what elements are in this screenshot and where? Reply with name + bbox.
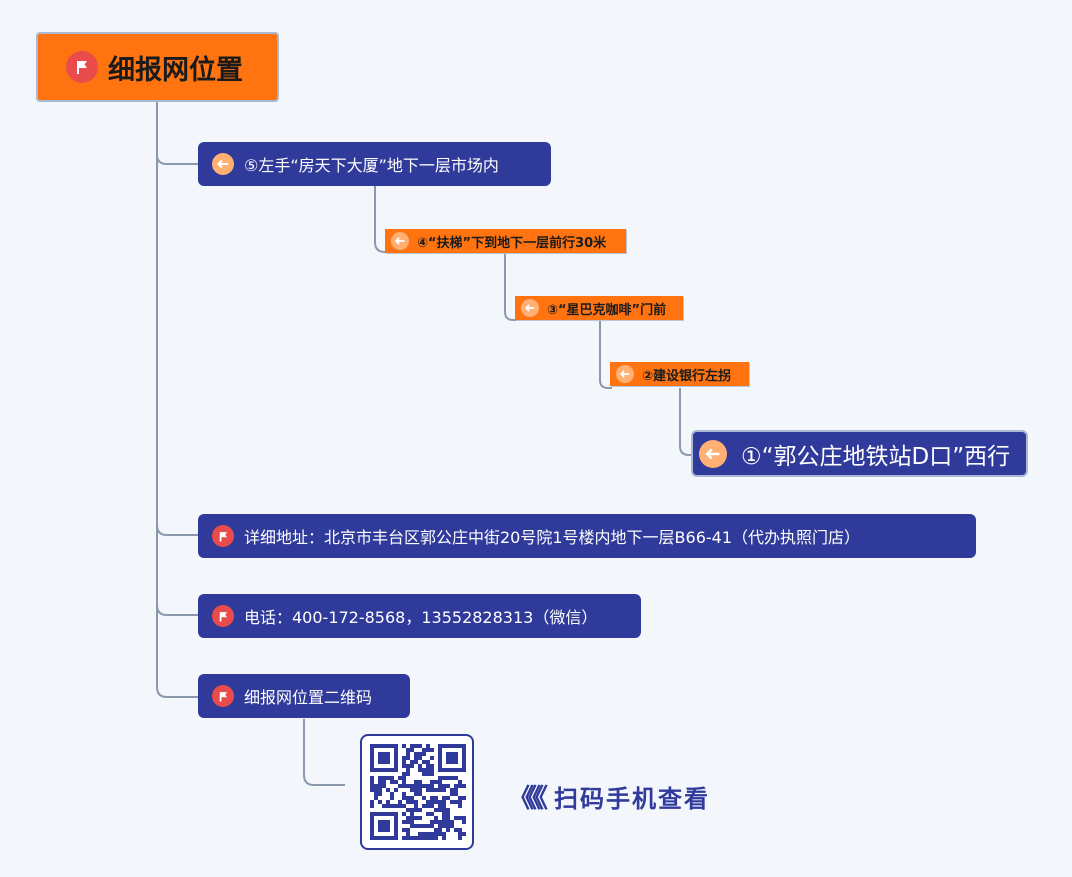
flag-icon [212,525,234,547]
step-4-node[interactable]: ④“扶梯”下到地下一层前行30米 [385,229,626,253]
step-5-node[interactable]: ⑤左手“房天下大厦”地下一层市场内 [198,142,551,186]
left-arrow-icon [521,299,539,317]
root-node[interactable]: 细报网位置 [36,32,279,102]
flag-icon [212,685,234,707]
scan-hint-label: 扫码手机查看 [554,784,711,813]
phone-label: 电话：400-172-8568，13552828313（微信） [244,608,598,627]
step-5-label: ⑤左手“房天下大厦”地下一层市场内 [244,156,499,175]
address-node[interactable]: 详细地址：北京市丰台区郭公庄中街20号院1号楼内地下一层B66-41（代办执照门… [198,514,976,558]
left-arrow-icon [699,439,727,468]
scan-hint: 《《《 扫码手机查看 [508,778,710,815]
step-4-label: ④“扶梯”下到地下一层前行30米 [417,235,607,251]
flag-icon [212,605,234,627]
left-arrow-icon [391,232,409,250]
step-1-node[interactable]: ①“郭公庄地铁站D口”西行 [691,430,1028,477]
left-arrow-icon [212,153,234,175]
flag-icon [66,51,98,83]
root-label: 细报网位置 [108,54,243,86]
qr-title-node[interactable]: 细报网位置二维码 [198,674,410,718]
left-arrow-icon [616,365,634,383]
step-2-node[interactable]: ②建设银行左拐 [610,362,749,386]
qr-code-pattern [370,744,466,840]
chevrons-left-icon: 《《《 [508,784,548,814]
step-3-label: ③“星巴克咖啡”门前 [547,302,667,318]
phone-node[interactable]: 电话：400-172-8568，13552828313（微信） [198,594,641,638]
step-3-node[interactable]: ③“星巴克咖啡”门前 [515,296,683,320]
step-2-label: ②建设银行左拐 [642,368,732,384]
qr-code-image[interactable] [360,734,474,850]
qr-title-label: 细报网位置二维码 [244,688,373,707]
step-1-label: ①“郭公庄地铁站D口”西行 [741,443,1011,470]
address-label: 详细地址：北京市丰台区郭公庄中街20号院1号楼内地下一层B66-41（代办执照门… [244,528,861,547]
